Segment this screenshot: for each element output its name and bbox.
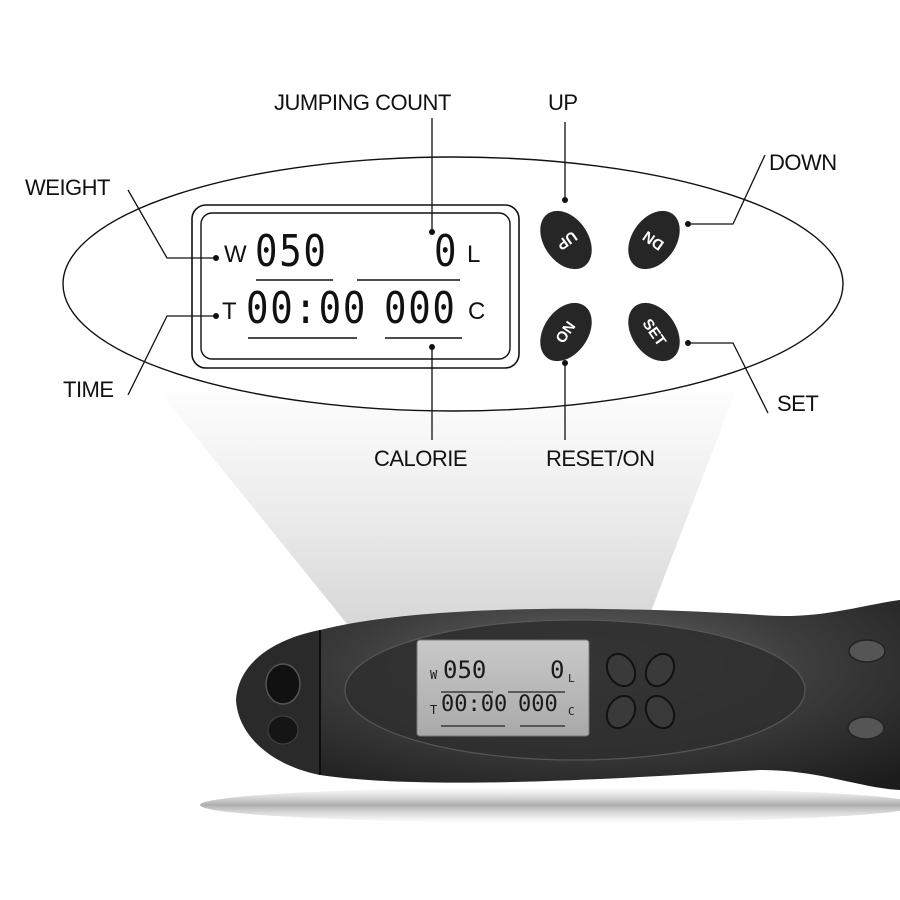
label-jumping-count: JUMPING COUNT [274, 90, 451, 115]
rope-hole-icon [265, 663, 301, 705]
mini-lcd-calorie-suffix: C [568, 705, 575, 718]
lcd-time-value: 00:00 [246, 283, 368, 334]
lcd-weight-prefix: W [224, 241, 247, 268]
mini-lcd-time-prefix: T [430, 703, 438, 717]
mini-lcd-weight-value: 050 [443, 656, 487, 684]
lcd-weight-value: 050 [255, 226, 328, 277]
lcd-calorie-value: 000 [384, 283, 457, 334]
mini-lcd-calorie-value: 000 [518, 692, 558, 717]
label-calorie: CALORIE [374, 446, 468, 471]
label-time: TIME [63, 377, 114, 402]
label-weight: WEIGHT [25, 175, 111, 200]
label-reset-on: RESET/ON [546, 446, 655, 471]
mini-lcd-count-suffix: L [568, 672, 575, 685]
label-down: DOWN [769, 150, 837, 175]
mini-lcd-count-value: 0 [550, 656, 565, 684]
lcd-count-value: 0 [434, 226, 459, 277]
lcd-count-suffix: L [467, 241, 481, 268]
mini-lcd-weight-prefix: W [430, 668, 438, 682]
label-set: SET [777, 391, 819, 416]
mini-lcd-time-value: 00:00 [441, 692, 508, 717]
lcd-time-prefix: T [222, 298, 237, 325]
lcd-calorie-suffix: C [468, 298, 486, 325]
label-up: UP [548, 90, 578, 115]
